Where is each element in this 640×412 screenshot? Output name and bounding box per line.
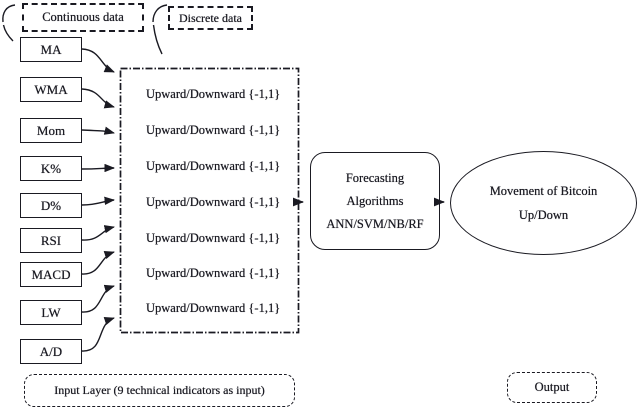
signal-row: Upward/Downward {-1,1}: [146, 159, 281, 173]
signal-row: Upward/Downward {-1,1}: [146, 266, 281, 280]
signal-row: Upward/Downward {-1,1}: [146, 123, 281, 137]
discrete-callout-swash-icon: [152, 4, 168, 55]
forecasting-line-3: ANN/SVM/NB/RF: [326, 217, 424, 231]
signal-row: Upward/Downward {-1,1}: [146, 195, 281, 209]
indicator-box-rsi: RSI: [20, 228, 82, 253]
arrow-wma-to-signals: [81, 88, 115, 109]
arrow-d-to-signals: [81, 196, 115, 206]
arrow-lw-to-signals: [81, 284, 115, 313]
forecasting-line-1: Forecasting: [345, 171, 405, 185]
indicator-box-k: K%: [20, 156, 82, 181]
signal-row: Upward/Downward {-1,1}: [146, 301, 281, 315]
indicator-box-d: D%: [20, 193, 82, 218]
bitcoin-movement-ellipse: Movement of Bitcoin Up/Down: [450, 151, 637, 255]
arrow-macd-to-signals: [81, 251, 115, 275]
arrow-rsi-to-signals: [81, 225, 115, 241]
signal-row: Upward/Downward {-1,1}: [146, 87, 281, 101]
indicator-box-mom: Mom: [20, 118, 82, 143]
signal-row: Upward/Downward {-1,1}: [146, 231, 281, 245]
indicator-box-macd: MACD: [20, 262, 82, 287]
input-layer-label: Input Layer (9 technical indicators as i…: [24, 374, 295, 407]
output-label: Output: [507, 372, 597, 403]
indicator-box-ad: A/D: [20, 339, 82, 364]
indicator-box-ma: MA: [20, 37, 82, 62]
forecasting-line-2: Algorithms: [346, 194, 404, 208]
discrete-data-label: Discrete data: [168, 6, 253, 30]
result-line-2: Up/Down: [518, 208, 569, 222]
arrow-ad-to-signals: [81, 317, 115, 352]
continuous-data-label: Continuous data: [22, 3, 144, 32]
arrow-mom-to-signals: [81, 126, 115, 135]
arrow-ma-to-signals: [81, 48, 115, 73]
indicator-box-lw: LW: [20, 300, 82, 325]
result-line-1: Movement of Bitcoin: [489, 184, 598, 198]
forecasting-algorithms-box: Forecasting Algorithms ANN/SVM/NB/RF: [310, 152, 440, 250]
arrow-k-to-signals: [81, 163, 115, 173]
indicator-box-wma: WMA: [20, 77, 82, 102]
continuous-callout-swash-icon: [2, 4, 16, 42]
